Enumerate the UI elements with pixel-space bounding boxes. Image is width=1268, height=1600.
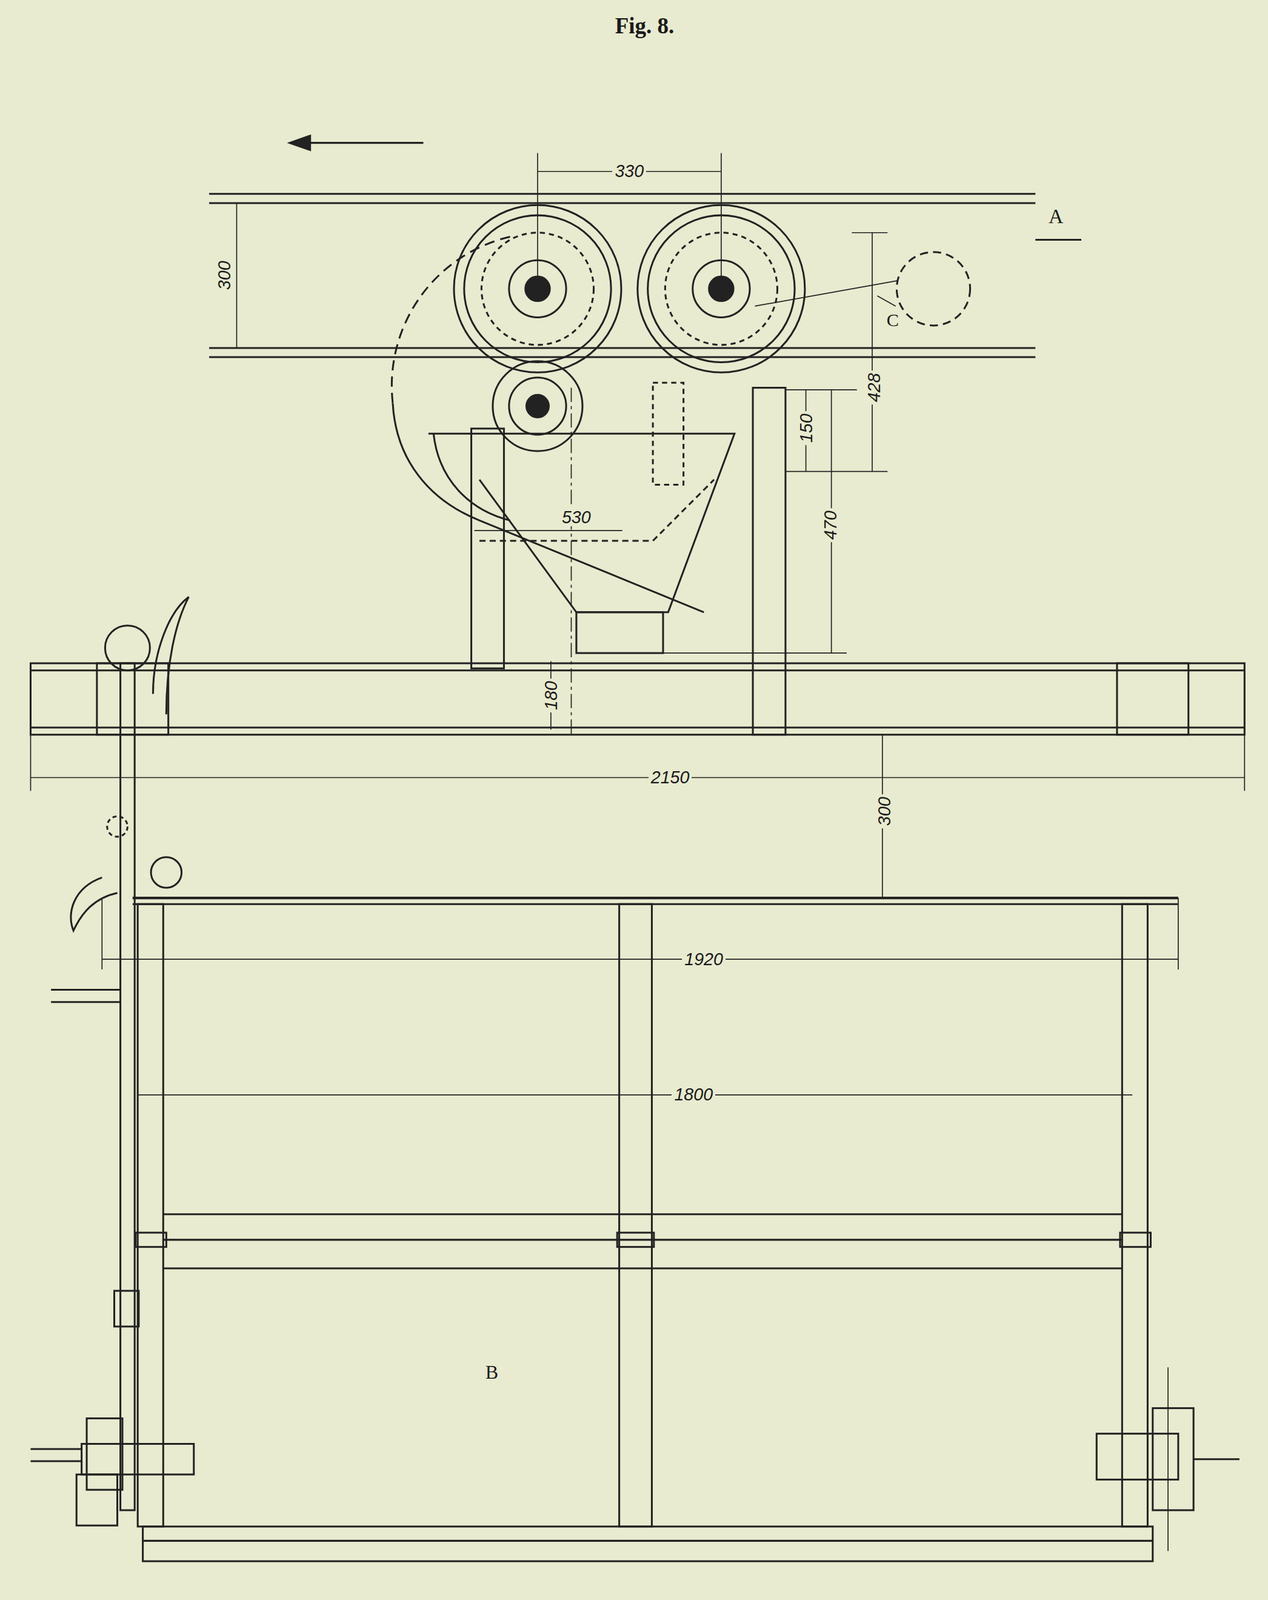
dimension: 180	[541, 678, 561, 713]
part-letter: B	[483, 1361, 501, 1383]
dimension: 1800	[671, 1084, 716, 1104]
dimension: 330	[612, 161, 647, 181]
dimension: 300	[215, 258, 234, 293]
figure-title: Fig. 8.	[612, 13, 678, 38]
dimension: 530	[559, 507, 594, 527]
dimension: 470	[821, 508, 841, 543]
dimension: 2150	[648, 767, 693, 787]
part-letter: A	[1046, 205, 1066, 228]
dimension: 300	[875, 794, 895, 828]
line-art	[30, 135, 1245, 1561]
dimension: 428	[864, 370, 884, 405]
dimension: 1920	[681, 949, 726, 969]
dimension: 150	[796, 411, 816, 446]
part-letter: C	[884, 310, 902, 330]
